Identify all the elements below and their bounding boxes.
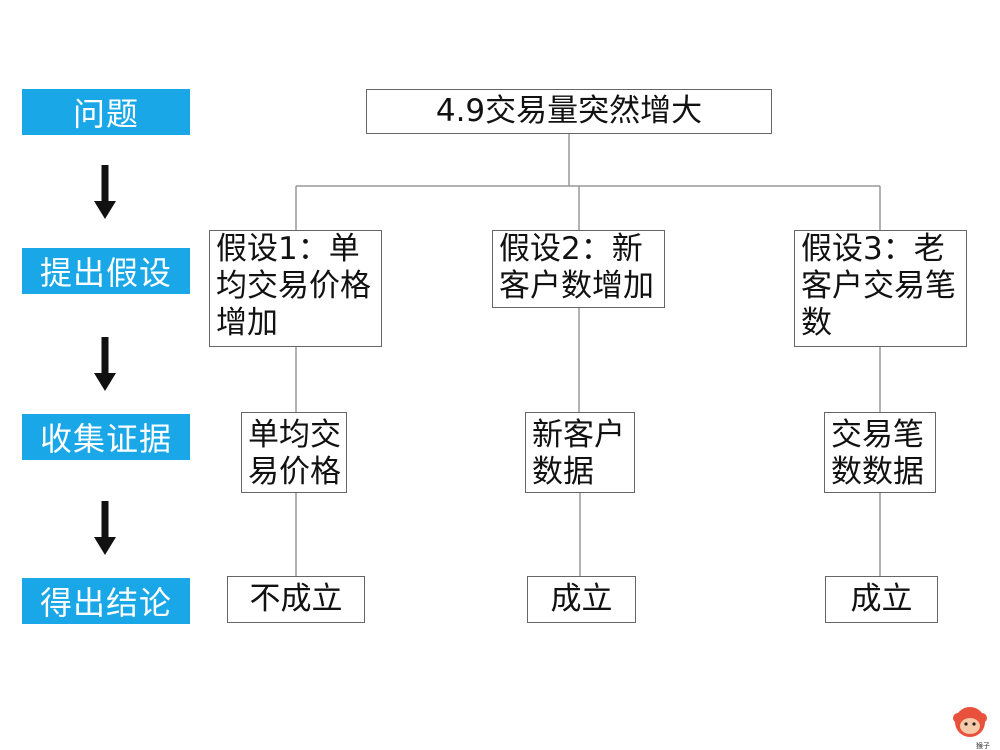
conclusion-box-1: 不成立 xyxy=(227,576,365,623)
hypothesis-box-3: 假设3：老 客户交易笔 数 xyxy=(794,230,967,347)
hypothesis-box-1: 假设1：单 均交易价格 增加 xyxy=(209,230,382,347)
down-arrow-icon xyxy=(94,337,116,391)
conclusion-box-2: 成立 xyxy=(527,576,636,623)
stage-label-hypothesis: 提出假设 xyxy=(22,248,190,294)
stage-label-question: 问题 xyxy=(22,89,190,135)
evidence-box-1: 单均交 易价格 xyxy=(241,412,347,493)
monkey-logo-icon: 猴子 xyxy=(953,707,990,750)
question-box: 4.9交易量突然增大 xyxy=(366,89,772,134)
stage-label-conclusion: 得出结论 xyxy=(22,578,190,624)
logo-caption: 猴子 xyxy=(976,741,990,750)
stage-label-evidence: 收集证据 xyxy=(22,414,190,460)
conclusion-box-3: 成立 xyxy=(825,576,938,623)
evidence-box-2: 新客户 数据 xyxy=(525,412,635,493)
down-arrow-icon xyxy=(94,165,116,219)
evidence-box-3: 交易笔 数数据 xyxy=(824,412,936,493)
hypothesis-box-2: 假设2：新 客户数增加 xyxy=(492,230,665,308)
down-arrow-icon xyxy=(94,501,116,555)
